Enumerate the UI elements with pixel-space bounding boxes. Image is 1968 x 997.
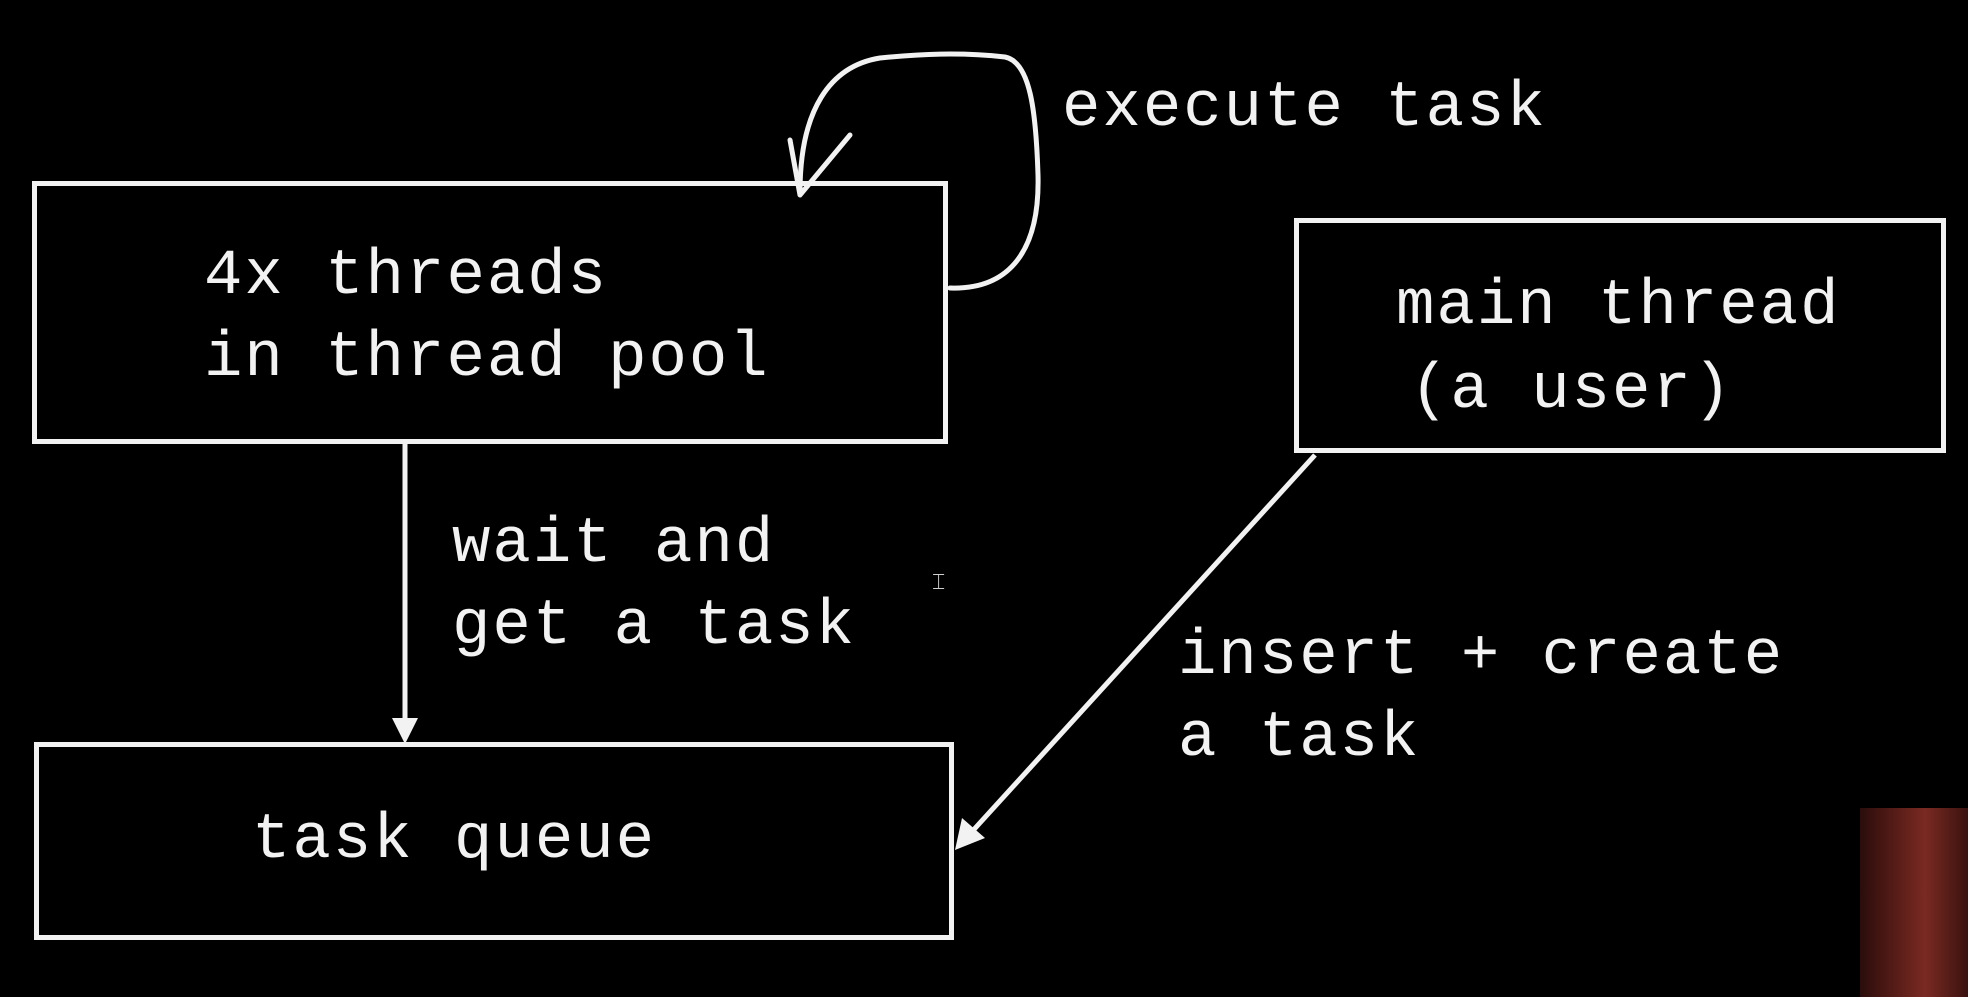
insert-create-label-line1: insert + create <box>1178 621 1785 693</box>
insert-create-arrow-line <box>966 453 1317 838</box>
thread-pool-label-line1: 4x threads <box>204 241 609 313</box>
thread-pool-label-line2: in thread pool <box>204 323 770 395</box>
wait-get-label-line2: get a task <box>452 591 857 663</box>
wait-get-label-line1: wait and <box>452 509 776 581</box>
insert-create-label-line2: a task <box>1178 703 1421 775</box>
text-cursor-icon: ⌶ <box>932 570 946 595</box>
presenter-video-overlay <box>1860 808 1968 997</box>
main-thread-label-line1: main thread <box>1396 271 1841 343</box>
main-thread-label-line2: (a user) <box>1410 355 1734 427</box>
execute-task-loop-arrow <box>797 51 1041 291</box>
wait-get-arrowhead <box>392 718 418 744</box>
task-queue-label: task queue <box>252 805 657 877</box>
insert-create-arrowhead <box>955 818 985 850</box>
thread-pool-node <box>32 181 948 444</box>
execute-task-label: execute task <box>1062 73 1547 145</box>
main-thread-node <box>1294 218 1946 453</box>
task-queue-node <box>34 742 954 940</box>
execute-task-arrowhead <box>787 132 853 198</box>
